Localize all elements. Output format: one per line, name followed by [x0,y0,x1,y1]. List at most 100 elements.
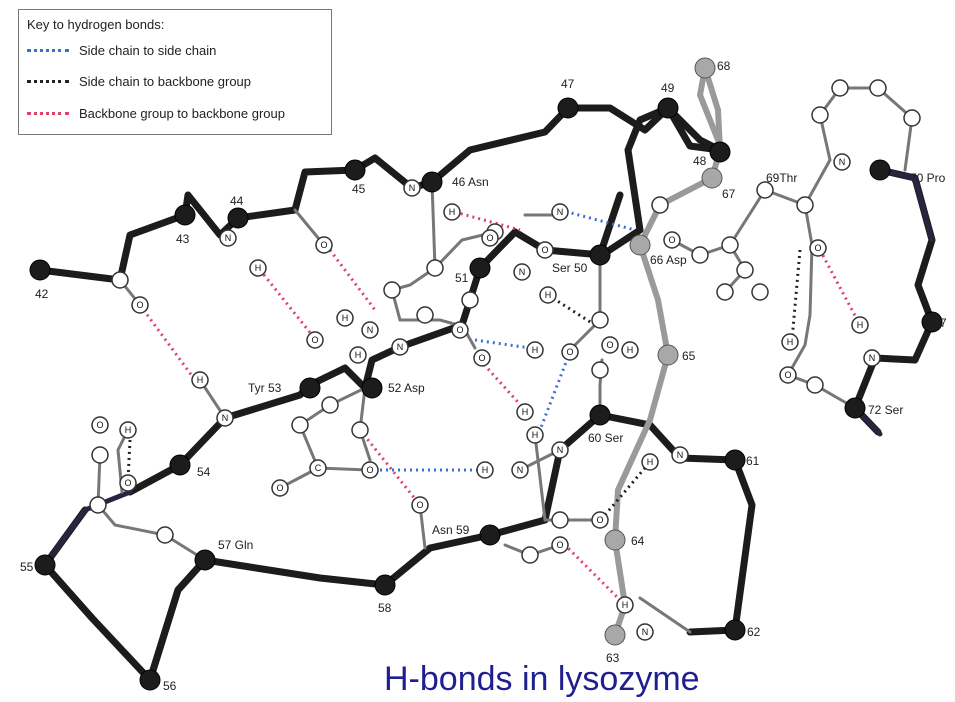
residue-label: 69Thr [766,171,797,185]
residue-label: 57 Gln [218,538,253,552]
atom-letters: O O N H N H O N H N N H O H O O H O O H H N C O O H N… [96,157,875,637]
residue-label: Tyr 53 [248,381,282,395]
residue-label: 46 Asn [452,175,489,189]
svg-text:O: O [814,243,821,253]
svg-text:N: N [222,413,229,423]
key-swatch-red [27,111,69,115]
svg-text:O: O [486,233,493,243]
residue-label: Ser 50 [552,261,588,275]
residue-label: 64 [631,534,645,548]
svg-text:N: N [677,450,684,460]
residue-label: 63 [606,651,620,665]
key-item-side-side: Side chain to side chain [27,41,216,59]
key-label: Backbone group to backbone group [79,105,285,121]
svg-text:H: H [647,457,654,467]
svg-text:O: O [566,347,573,357]
residue-labels: 42 43 44 45 46 Asn 47 49 48 68 67 69Thr … [20,59,947,693]
svg-text:O: O [136,300,143,310]
residue-label: 43 [176,232,190,246]
residue-label: 67 [722,187,736,201]
residue-label: 65 [682,349,696,363]
svg-text:H: H [532,345,539,355]
atoms-dark [29,97,943,691]
svg-text:O: O [478,353,485,363]
residue-label: Asn 59 [432,523,470,537]
hbonds-side-backbone [126,249,802,516]
residue-label: 56 [163,679,177,693]
residue-label: 42 [35,287,49,301]
residue-label: 68 [717,59,731,73]
svg-text:N: N [519,267,526,277]
residue-label: 45 [352,182,366,196]
svg-text:O: O [456,325,463,335]
residue-label: 49 [661,81,675,95]
svg-text:O: O [556,540,563,550]
svg-text:N: N [409,183,416,193]
caption: H-bonds in lysozyme [384,660,700,698]
svg-text:H: H [627,345,634,355]
svg-text:N: N [642,627,649,637]
residue-label: 44 [230,194,244,208]
svg-text:H: H [355,350,362,360]
atoms-grey [604,57,723,646]
svg-text:N: N [557,207,564,217]
svg-text:H: H [255,263,262,273]
key-swatch-blue [27,48,69,52]
svg-text:N: N [869,353,876,363]
residue-label: 51 [455,271,469,285]
key-swatch-black [27,79,69,83]
hbonds-side-side [368,208,636,472]
residue-label: 60 Ser [588,431,623,445]
svg-text:N: N [839,157,846,167]
svg-text:O: O [668,235,675,245]
residue-label: 61 [746,454,760,468]
key-title: Key to hydrogen bonds: [27,17,165,32]
svg-text:O: O [606,340,613,350]
residue-label: 66 Asp [650,253,687,267]
residue-label: 47 [561,77,575,91]
svg-text:O: O [311,335,318,345]
svg-text:O: O [596,515,603,525]
residue-label: 58 [378,601,392,615]
residue-label: 54 [197,465,211,479]
key-label: Side chain to backbone group [79,73,252,89]
svg-text:H: H [125,425,132,435]
svg-text:O: O [276,483,283,493]
svg-text:H: H [545,290,552,300]
svg-text:H: H [197,375,204,385]
svg-text:O: O [416,500,423,510]
residue-label: 7 [940,316,947,330]
svg-text:C: C [315,463,322,473]
svg-text:N: N [367,325,374,335]
svg-text:H: H [342,313,349,323]
svg-text:O: O [541,245,548,255]
svg-text:O: O [320,240,327,250]
svg-text:H: H [449,207,456,217]
svg-text:H: H [522,407,529,417]
atoms-open [89,79,921,641]
svg-text:O: O [366,465,373,475]
key-label: Side chain to side chain [79,42,217,58]
residue-label: 55 [20,560,34,574]
key-item-backbone-backbone: Backbone group to backbone group [27,104,285,122]
svg-text:H: H [622,600,629,610]
svg-text:N: N [397,342,404,352]
residue-label: 48 [693,154,707,168]
residue-label: 72 Ser [868,403,903,417]
svg-text:N: N [225,233,232,243]
svg-text:N: N [517,465,524,475]
hbond-key: Key to hydrogen bonds: Side chain to sid… [18,9,332,135]
svg-text:H: H [787,337,794,347]
residue-label: 70 Pro [910,171,946,185]
residue-label: 62 [747,625,761,639]
svg-text:O: O [784,370,791,380]
svg-text:H: H [857,320,864,330]
hbonds-backbone-backbone [138,210,862,602]
svg-text:O: O [124,478,131,488]
backbone-chain [36,104,936,684]
svg-text:N: N [557,445,564,455]
key-item-side-backbone: Side chain to backbone group [27,72,251,90]
residue-label: 52 Asp [388,381,425,395]
svg-text:H: H [532,430,539,440]
